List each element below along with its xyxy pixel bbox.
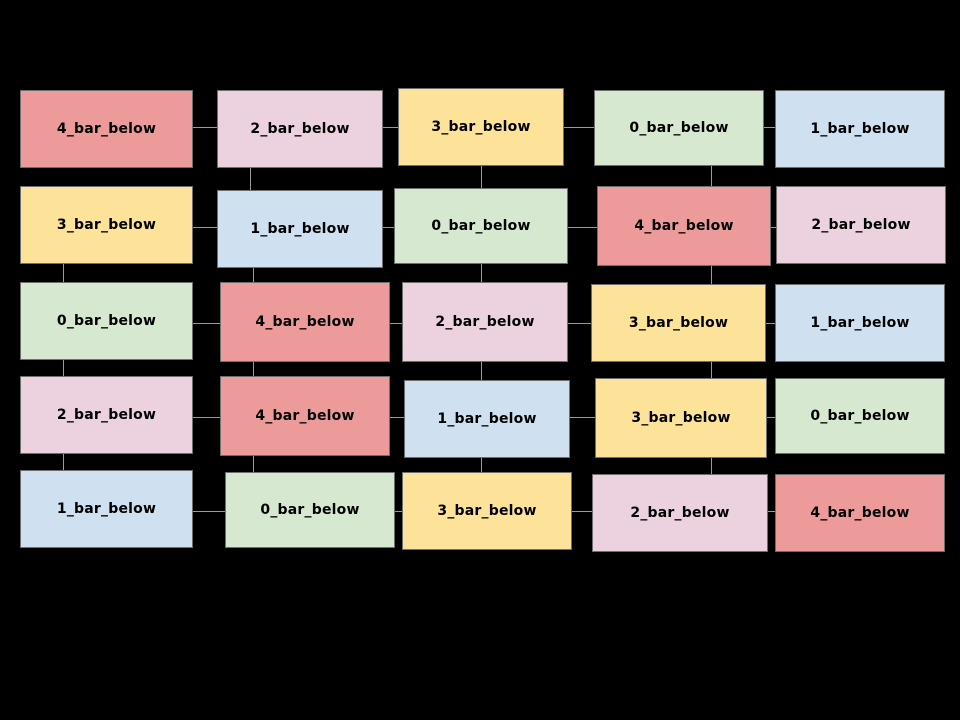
node-box[interactable]: 4_bar_below bbox=[220, 376, 390, 456]
connector-line bbox=[571, 511, 593, 512]
node-label: 3_bar_below bbox=[628, 315, 729, 331]
connector-line bbox=[63, 263, 64, 284]
node-box[interactable]: 1_bar_below bbox=[217, 190, 383, 268]
connector-line bbox=[192, 511, 226, 512]
connector-line bbox=[711, 361, 712, 379]
node-box[interactable]: 0_bar_below bbox=[394, 188, 568, 264]
connector-line bbox=[711, 457, 712, 475]
node-label: 0_bar_below bbox=[810, 408, 910, 424]
connector-line bbox=[192, 127, 218, 128]
node-box[interactable]: 3_bar_below bbox=[595, 378, 767, 458]
node-label: 1_bar_below bbox=[250, 221, 350, 237]
node-label: 0_bar_below bbox=[56, 313, 157, 329]
node-box[interactable]: 3_bar_below bbox=[591, 284, 766, 362]
connector-line bbox=[569, 417, 596, 418]
node-box[interactable]: 0_bar_below bbox=[594, 90, 764, 166]
connector-line bbox=[567, 227, 598, 228]
connector-line bbox=[253, 455, 254, 473]
node-box[interactable]: 1_bar_below bbox=[20, 470, 193, 548]
node-label: 4_bar_below bbox=[810, 505, 910, 521]
node-box[interactable]: 4_bar_below bbox=[597, 186, 771, 266]
node-label: 1_bar_below bbox=[810, 315, 910, 331]
connector-line bbox=[481, 457, 482, 473]
connector-line bbox=[481, 361, 482, 381]
node-box[interactable]: 4_bar_below bbox=[775, 474, 945, 552]
node-label: 2_bar_below bbox=[250, 121, 350, 137]
connector-line bbox=[250, 167, 251, 191]
connector-line bbox=[481, 263, 482, 284]
node-box[interactable]: 1_bar_below bbox=[775, 284, 945, 362]
node-box[interactable]: 2_bar_below bbox=[592, 474, 768, 552]
connector-line bbox=[63, 453, 64, 471]
node-box[interactable]: 2_bar_below bbox=[20, 376, 193, 454]
node-label: 1_bar_below bbox=[56, 501, 157, 517]
node-label: 2_bar_below bbox=[435, 314, 535, 330]
node-box[interactable]: 2_bar_below bbox=[776, 186, 946, 264]
node-label: 1_bar_below bbox=[437, 411, 537, 427]
connector-line bbox=[253, 267, 254, 283]
node-label: 0_bar_below bbox=[431, 218, 531, 234]
node-label: 3_bar_below bbox=[631, 410, 731, 426]
node-box[interactable]: 2_bar_below bbox=[217, 90, 383, 168]
connector-line bbox=[192, 227, 218, 228]
connector-line bbox=[567, 323, 592, 324]
node-box[interactable]: 1_bar_below bbox=[775, 90, 945, 168]
node-label: 4_bar_below bbox=[255, 408, 355, 424]
connector-line bbox=[481, 165, 482, 189]
connector-line bbox=[711, 265, 712, 285]
connector-line bbox=[192, 417, 221, 418]
connector-line bbox=[563, 127, 595, 128]
node-box[interactable]: 0_bar_below bbox=[225, 472, 395, 548]
node-label: 4_bar_below bbox=[56, 121, 157, 137]
node-label: 2_bar_below bbox=[811, 217, 911, 233]
node-box[interactable]: 3_bar_below bbox=[398, 88, 564, 166]
node-label: 0_bar_below bbox=[260, 502, 360, 518]
connector-line bbox=[389, 323, 403, 324]
connector-line bbox=[389, 417, 405, 418]
node-box[interactable]: 4_bar_below bbox=[20, 90, 193, 168]
node-label: 3_bar_below bbox=[56, 217, 157, 233]
connector-line bbox=[192, 323, 221, 324]
connector-line bbox=[253, 361, 254, 377]
connector-line bbox=[63, 359, 64, 377]
node-box[interactable]: 0_bar_below bbox=[20, 282, 193, 360]
node-label: 0_bar_below bbox=[629, 120, 729, 136]
connector-line bbox=[711, 165, 712, 187]
node-box[interactable]: 1_bar_below bbox=[404, 380, 570, 458]
node-label: 2_bar_below bbox=[630, 505, 730, 521]
node-box[interactable]: 2_bar_below bbox=[402, 282, 568, 362]
node-box[interactable]: 3_bar_below bbox=[20, 186, 193, 264]
node-box[interactable]: 3_bar_below bbox=[402, 472, 572, 550]
node-label: 1_bar_below bbox=[810, 121, 910, 137]
node-box[interactable]: 0_bar_below bbox=[775, 378, 945, 454]
node-label: 4_bar_below bbox=[634, 218, 734, 234]
node-box[interactable]: 4_bar_below bbox=[220, 282, 390, 362]
node-label: 4_bar_below bbox=[255, 314, 355, 330]
node-label: 3_bar_below bbox=[437, 503, 537, 519]
node-label: 2_bar_below bbox=[56, 407, 157, 423]
node-label: 3_bar_below bbox=[431, 119, 531, 135]
